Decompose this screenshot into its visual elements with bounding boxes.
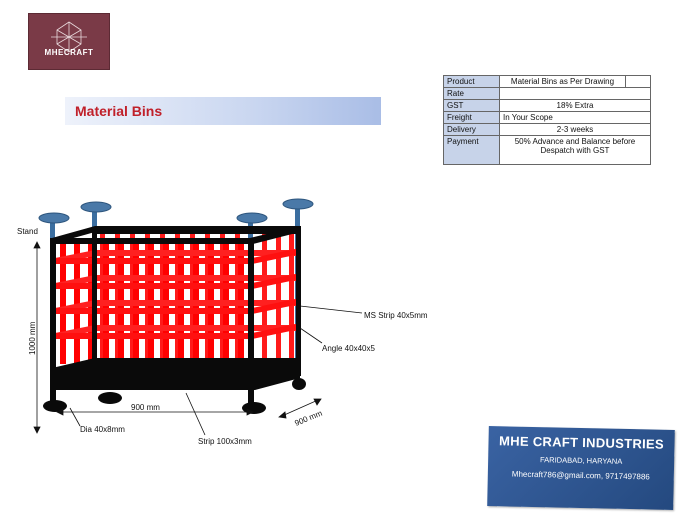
logo-text: MHECRAFT xyxy=(44,48,94,57)
table-row: GST 18% Extra xyxy=(443,99,651,112)
label-dia: Dia 40x8mm xyxy=(80,425,125,434)
company-contact: Mhecraft786@gmail.com, 9717497886 xyxy=(511,469,650,482)
spec-blank-cell xyxy=(625,75,651,88)
spec-key: Freight xyxy=(443,111,500,124)
spec-key: Rate xyxy=(443,87,500,100)
company-card: MHE CRAFT INDUSTRIES FARIDABAD, HARYANA … xyxy=(487,426,675,510)
spec-value: 50% Advance and Balance before Despatch … xyxy=(499,135,651,165)
spec-key: Product xyxy=(443,75,500,88)
label-ms-strip: MS Strip 40x5mm xyxy=(364,311,428,320)
company-city: FARIDABAD, HARYANA xyxy=(539,455,623,466)
company-name: MHE CRAFT INDUSTRIES xyxy=(498,433,665,452)
label-angle: Angle 40x40x5 xyxy=(322,344,375,353)
table-row: Freight In Your Scope xyxy=(443,111,651,124)
logo-mark-icon xyxy=(51,21,87,53)
table-row: Payment 50% Advance and Balance before D… xyxy=(443,135,651,165)
table-row: Product Material Bins as Per Drawing xyxy=(443,75,651,88)
spec-value: 18% Extra xyxy=(499,99,651,112)
spec-key: Delivery xyxy=(443,123,500,136)
table-row: Rate xyxy=(443,87,651,100)
page-title: Material Bins xyxy=(75,103,163,119)
title-banner: Material Bins xyxy=(65,97,381,125)
label-strip: Strip 100x3mm xyxy=(198,437,252,446)
label-height: 1000 mm xyxy=(28,321,37,355)
spec-value: Material Bins as Per Drawing xyxy=(499,75,626,88)
spec-table: Product Material Bins as Per Drawing Rat… xyxy=(443,75,651,165)
company-logo: MHECRAFT xyxy=(28,13,110,70)
dimension-lines xyxy=(33,241,363,436)
table-row: Delivery 2-3 weeks xyxy=(443,123,651,136)
label-depth: 900 mm xyxy=(293,409,323,428)
spec-key: GST xyxy=(443,99,500,112)
spec-value xyxy=(499,87,651,100)
spec-value: In Your Scope xyxy=(499,111,651,124)
label-stand: Stand xyxy=(17,227,38,236)
spec-key: Payment xyxy=(443,135,500,165)
spec-value: 2-3 weeks xyxy=(499,123,651,136)
bin-frame xyxy=(38,198,314,414)
label-width: 900 mm xyxy=(131,403,160,412)
material-bin-drawing: Stand 1000 mm MS Strip 40x5mm Angle 40x4… xyxy=(17,198,428,446)
